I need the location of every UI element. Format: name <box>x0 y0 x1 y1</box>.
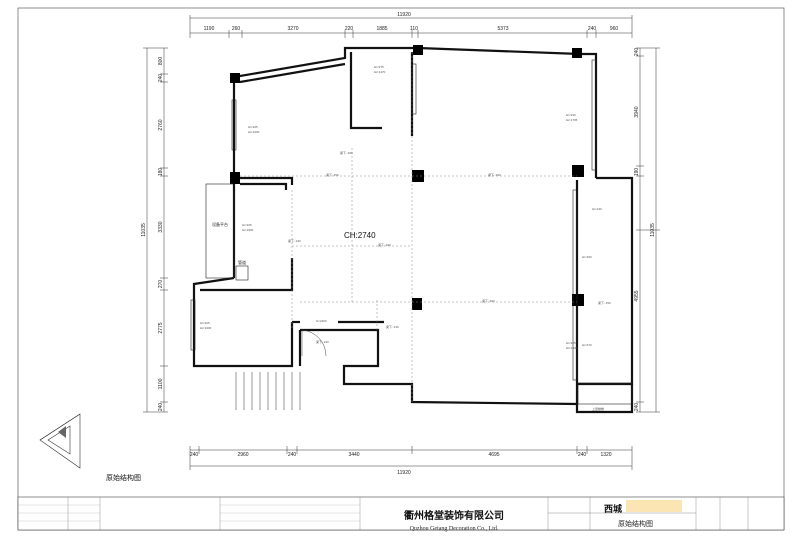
top-seg-7: 5373 <box>497 26 508 32</box>
svg-text:H1:925: H1:925 <box>566 341 576 345</box>
column <box>230 172 240 184</box>
svg-text:梁下: 230: 梁下: 230 <box>316 339 329 344</box>
right-seg-1: 240 <box>634 48 640 57</box>
project-highlight <box>626 500 682 512</box>
svg-text:梁下: 230: 梁下: 230 <box>288 238 301 243</box>
top-seg-5: 1885 <box>376 26 387 32</box>
svg-text:H2:1900: H2:1900 <box>248 130 260 134</box>
ceiling-height-label: CH:2740 <box>344 231 376 240</box>
column <box>413 45 423 55</box>
svg-text:H1:670: H1:670 <box>582 343 592 347</box>
svg-text:梁下: 230: 梁下: 230 <box>386 324 399 329</box>
top-seg-4: 220 <box>345 26 354 32</box>
svg-text:H2:1470: H2:1470 <box>374 70 386 74</box>
svg-text:梁下: 290: 梁下: 290 <box>378 242 391 247</box>
drawing-name: 原始结构图 <box>106 473 141 482</box>
pipe-shaft <box>235 265 249 281</box>
top-dimension-chain: 11920 1190 260 3270 220 1885 110 5373 24… <box>189 12 633 38</box>
left-seg-1: 800 <box>158 57 164 66</box>
left-seg-3: 2760 <box>158 119 164 130</box>
svg-text:H1:300: H1:300 <box>582 255 592 259</box>
svg-text:H1:230: H1:230 <box>592 207 602 211</box>
pipe-label: 管道 <box>238 259 246 265</box>
equipment-platform-label: 设备平台 <box>212 221 228 227</box>
column <box>230 73 240 83</box>
svg-text:H1:925: H1:925 <box>242 223 252 227</box>
left-seg-6: 270 <box>158 280 164 289</box>
equipment-platform <box>205 183 235 279</box>
svg-text:H1:930: H1:930 <box>566 113 576 117</box>
project-name: 西城 <box>604 503 622 514</box>
column <box>572 48 582 58</box>
column <box>572 165 584 177</box>
svg-text:梁下: 250: 梁下: 250 <box>598 300 611 305</box>
company-name-en: Quzhou Getang Decoration Co., Ltd. <box>410 526 499 532</box>
right-seg-2: 3940 <box>634 106 640 117</box>
column <box>412 298 422 310</box>
walls <box>192 46 634 414</box>
left-total-dim: 11035 <box>141 223 147 237</box>
room-tags: H1:925 H2:1900 H1:975 H2:1470 H1:930 H2:… <box>200 65 611 350</box>
left-seg-8: 1100 <box>158 378 164 389</box>
sheet-border <box>17 7 785 531</box>
svg-text:梁下: 290: 梁下: 290 <box>488 172 501 177</box>
svg-text:梁下: 300: 梁下: 300 <box>482 298 495 303</box>
right-upper-total: 11035 <box>650 223 656 237</box>
bottom-seg-1: 240 <box>190 452 199 458</box>
bottom-seg-4: 3440 <box>348 452 359 458</box>
company-name-cn: 衢州格堂装饰有限公司 <box>404 509 504 522</box>
right-seg-4: 240 <box>634 403 640 412</box>
svg-text:H2:1900: H2:1900 <box>242 228 254 232</box>
svg-text:H2:1900: H2:1900 <box>566 346 578 350</box>
sheet-name: 原始结构图 <box>618 519 653 528</box>
bottom-seg-6: 240 <box>578 452 587 458</box>
window-marks <box>190 59 633 405</box>
beam-lines <box>240 52 577 402</box>
door-swing <box>301 329 327 357</box>
left-seg-4: 180 <box>158 168 164 177</box>
svg-text:H2:1795: H2:1795 <box>566 118 578 122</box>
svg-text:梁下: 250: 梁下: 250 <box>326 172 339 177</box>
left-seg-7: 2775 <box>158 322 164 333</box>
top-seg-9: 960 <box>610 26 619 32</box>
svg-text:H1:925: H1:925 <box>200 321 210 325</box>
bottom-dimension-chain: 240 2960 240 3440 4695 240 1320 11920 <box>189 446 633 476</box>
left-seg-2: 240 <box>158 74 164 83</box>
svg-text:H2:1900: H2:1900 <box>200 326 212 330</box>
stairs <box>235 372 301 410</box>
right-lower-dim: 4955 <box>634 290 640 301</box>
svg-text:H1:975: H1:975 <box>374 65 384 69</box>
left-seg-9: 240 <box>158 403 164 412</box>
right-dimension-chain: 11035 240 3940 190 4955 240 <box>634 48 660 413</box>
balcony-tag: 上层楼梯 <box>592 406 604 411</box>
bottom-seg-2: 2960 <box>237 452 248 458</box>
svg-text:梁下: 250: 梁下: 250 <box>340 150 353 155</box>
svg-text:H=2300: H=2300 <box>316 319 327 323</box>
svg-text:H1:925: H1:925 <box>248 125 258 129</box>
top-seg-1: 1190 <box>204 26 215 32</box>
top-total-dim: 11920 <box>397 12 411 18</box>
bottom-total-dim: 11920 <box>397 470 411 476</box>
left-dimension-chain: 11035 800 240 2760 180 3330 270 2775 110… <box>141 47 168 413</box>
top-seg-2: 260 <box>232 26 241 32</box>
left-seg-5: 3330 <box>158 221 164 232</box>
top-seg-3: 3270 <box>287 26 298 32</box>
bottom-seg-3: 240 <box>288 452 297 458</box>
top-seg-8: 240 <box>588 26 597 32</box>
north-arrow-icon <box>39 413 81 469</box>
bottom-seg-5: 4695 <box>488 452 499 458</box>
right-seg-3: 190 <box>634 168 640 177</box>
top-seg-6: 110 <box>410 26 418 32</box>
bottom-seg-7: 1320 <box>600 452 611 458</box>
column <box>572 294 584 306</box>
